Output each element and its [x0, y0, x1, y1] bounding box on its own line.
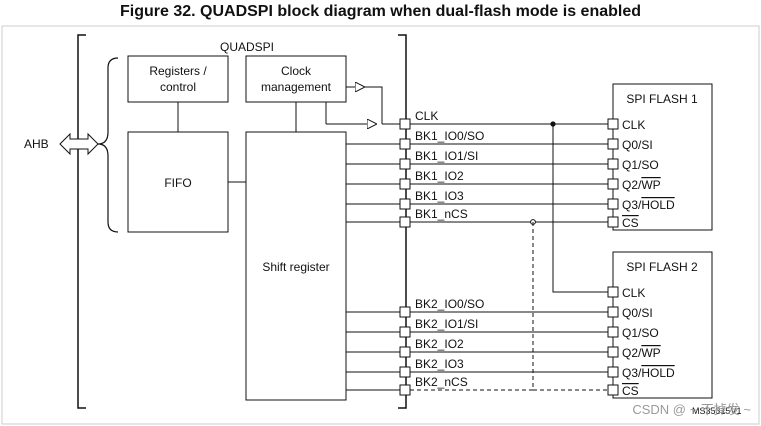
flash2-pin-q1: Q1/SO: [622, 326, 659, 340]
flash2-pin-cs: CS: [622, 384, 639, 398]
bk2-signal-wires: [346, 311, 400, 391]
bk1-signal-wires: [346, 123, 400, 223]
flash1-pin-q0: Q0/SI: [622, 138, 653, 152]
fifo-label: FIFO: [164, 176, 191, 190]
spi-flash-2-title: SPI FLASH 2: [626, 260, 698, 274]
ahb-label: AHB: [24, 137, 49, 151]
quadspi-label: QUADSPI: [220, 40, 274, 54]
flash1-pin-q1: Q1/SO: [622, 158, 659, 172]
dashed-cs-wires: [410, 222, 608, 391]
clk-junction-dot: [550, 121, 556, 127]
flash1-pin-q3: Q3/HOLD: [622, 198, 675, 212]
figure-title: Figure 32. QUADSPI block diagram when du…: [120, 3, 641, 20]
registers-label-line1: Registers /: [149, 64, 207, 78]
spi-flash-1-title: SPI FLASH 1: [626, 92, 698, 106]
signal-label-bk2-io2: BK2_IO2: [415, 337, 464, 351]
flash-bus-wires: [410, 123, 608, 373]
spi-flash-1-block: [612, 83, 713, 231]
ahb-brace: [97, 57, 119, 233]
signal-label-bk1-ncs: BK1_nCS: [415, 207, 468, 221]
figure-reference-id: MS35315V1: [692, 406, 742, 416]
clock-label-line2: management: [261, 80, 332, 94]
flash2-pin-q0: Q0/SI: [622, 306, 653, 320]
registers-control-block: [127, 55, 229, 103]
signal-label-bk2-io1: BK2_IO1/SI: [415, 317, 478, 331]
signal-label-bk1-io2: BK1_IO2: [415, 169, 464, 183]
spi-flash-2-pins: [607, 286, 619, 396]
spi-flash-1-pins: [607, 118, 619, 228]
flash2-pin-clk: CLK: [622, 286, 645, 300]
registers-label-line2: control: [160, 80, 196, 94]
flash2-pin-q3: Q3/HOLD: [622, 366, 675, 380]
csdn-watermark: CSDN @ ~ 不掉发 ~: [632, 402, 751, 417]
clock-label-line1: Clock: [281, 64, 312, 78]
ahb-bidirectional-arrow-icon: [59, 132, 99, 156]
clock-management-block: [245, 55, 347, 103]
signal-label-bk1-io1: BK1_IO1/SI: [415, 149, 478, 163]
shift-register-label: Shift register: [262, 260, 329, 274]
flash2-pin-q2: Q2/WP: [622, 346, 661, 360]
signal-label-bk2-io0: BK2_IO0/SO: [415, 297, 484, 311]
figure-border: [1, 25, 760, 425]
internal-connectors: [177, 87, 383, 183]
fifo-block: [127, 131, 229, 233]
flash1-pin-q2: Q2/WP: [622, 178, 661, 192]
flash1-pin-cs: CS: [622, 216, 639, 230]
signal-label-bk2-io3: BK2_IO3: [415, 357, 464, 371]
signal-label-bk1-io3: BK1_IO3: [415, 189, 464, 203]
quadspi-pins: [399, 118, 411, 396]
shift-register-block: [245, 131, 347, 401]
spi-flash-2-block: [612, 251, 713, 399]
signal-label-bk1-io0: BK1_IO0/SO: [415, 129, 484, 143]
signal-label-bk2-ncs: BK2_nCS: [415, 375, 468, 389]
signal-label-clk: CLK: [415, 109, 438, 123]
flash1-pin-clk: CLK: [622, 118, 645, 132]
